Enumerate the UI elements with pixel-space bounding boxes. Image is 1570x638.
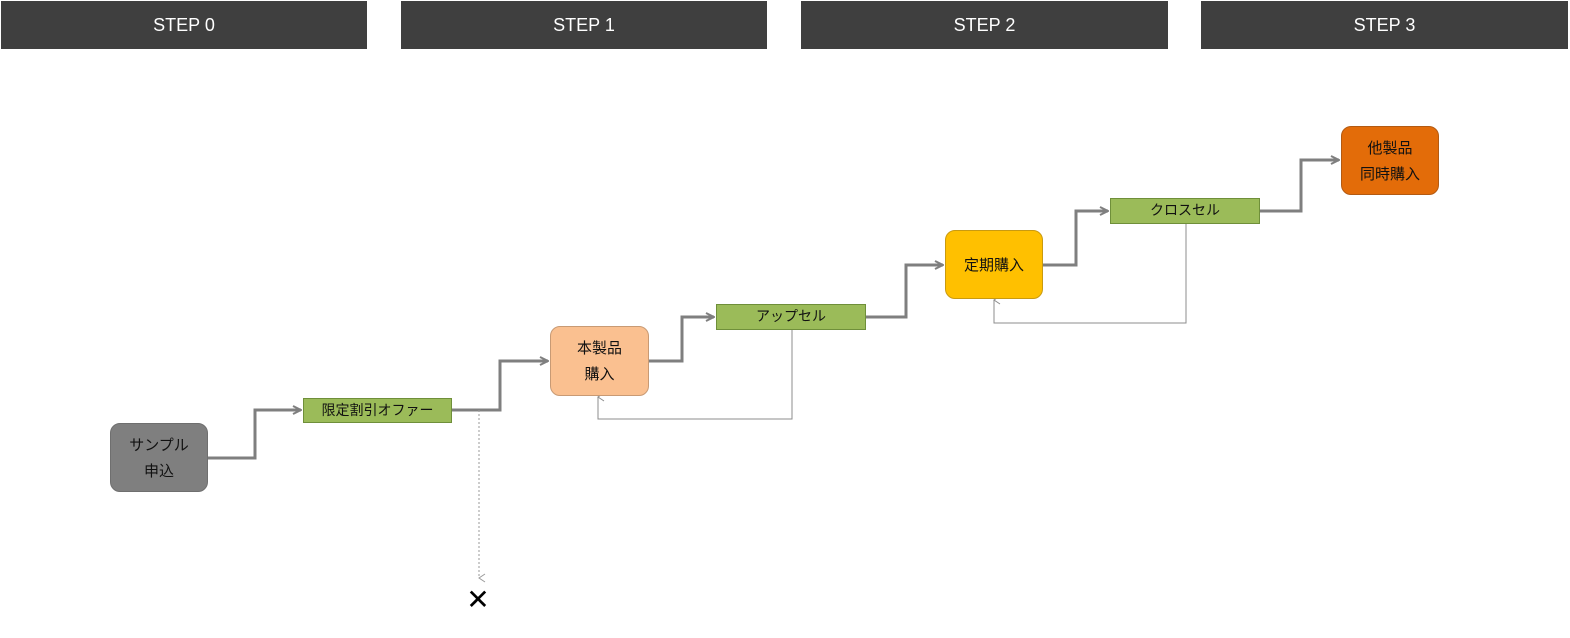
node-cross-sell: クロスセル: [1110, 198, 1260, 224]
arrow-sample-to-offer: [208, 410, 301, 460]
loop-upsell-to-main: [597, 330, 793, 420]
node-other-products-purchase: 他製品 同時購入: [1341, 126, 1439, 195]
node-upsell: アップセル: [716, 304, 866, 330]
node-cross-label: クロスセル: [1150, 203, 1220, 219]
step-1-header: STEP 1: [401, 1, 767, 49]
step-2-header: STEP 2: [801, 1, 1168, 49]
arrow-upsell-to-regular: [866, 265, 943, 319]
node-other-line2: 同時購入: [1359, 164, 1420, 183]
step-3-header: STEP 3: [1201, 1, 1568, 49]
node-sample-line2: 申込: [143, 461, 174, 480]
arrow-regular-to-cross: [1043, 211, 1108, 267]
node-main-product-purchase: 本製品 購入: [550, 326, 649, 396]
arrow-cross-to-other: [1260, 160, 1339, 213]
dropout-x-icon: ✕: [466, 583, 490, 616]
node-regular-label: 定期購入: [963, 255, 1024, 274]
node-other-line1: 他製品: [1367, 138, 1413, 157]
arrow-offer-to-main: [452, 361, 548, 412]
arrow-main-to-upsell: [649, 317, 714, 363]
node-main-line1: 本製品: [576, 339, 622, 357]
node-sample-application: サンプル 申込: [110, 423, 208, 492]
node-limited-offer: 限定割引オファー: [303, 398, 452, 423]
node-regular-purchase: 定期購入: [945, 230, 1043, 299]
loop-cross-to-regular: [993, 224, 1187, 324]
node-offer-label: 限定割引オファー: [321, 402, 434, 419]
node-main-line2: 購入: [584, 365, 615, 383]
node-sample-line1: サンプル: [129, 435, 189, 454]
step-0-header: STEP 0: [1, 1, 367, 49]
node-upsell-label: アップセル: [756, 309, 826, 325]
